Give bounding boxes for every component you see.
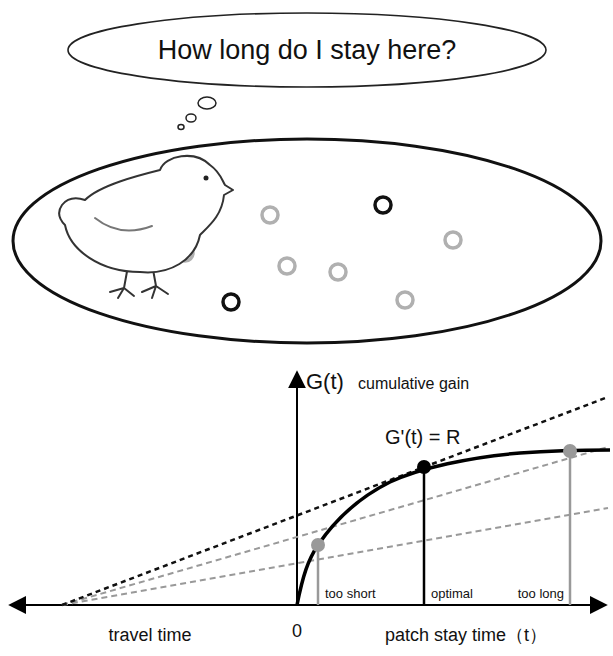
thought-bubble: How long do I stay here? [67, 12, 547, 88]
thought-dots [178, 97, 216, 130]
origin-label: 0 [292, 622, 302, 642]
equation-label: G'(t) = R [385, 426, 461, 448]
axis-label: travel time [108, 626, 191, 646]
food-items [177, 207, 461, 308]
eaten-items [223, 197, 391, 310]
patch-ellipse [13, 139, 601, 343]
time-label: too long [518, 587, 564, 601]
axis-label: G(t) [306, 370, 344, 394]
chick [59, 156, 233, 298]
graph [10, 372, 610, 605]
bubble-text: How long do I stay here? [158, 35, 457, 66]
axis-label: patch stay time（t） [385, 626, 547, 646]
axis-caption: cumulative gain [358, 375, 469, 393]
time-label: optimal [431, 587, 473, 601]
time-label: too short [325, 587, 376, 601]
